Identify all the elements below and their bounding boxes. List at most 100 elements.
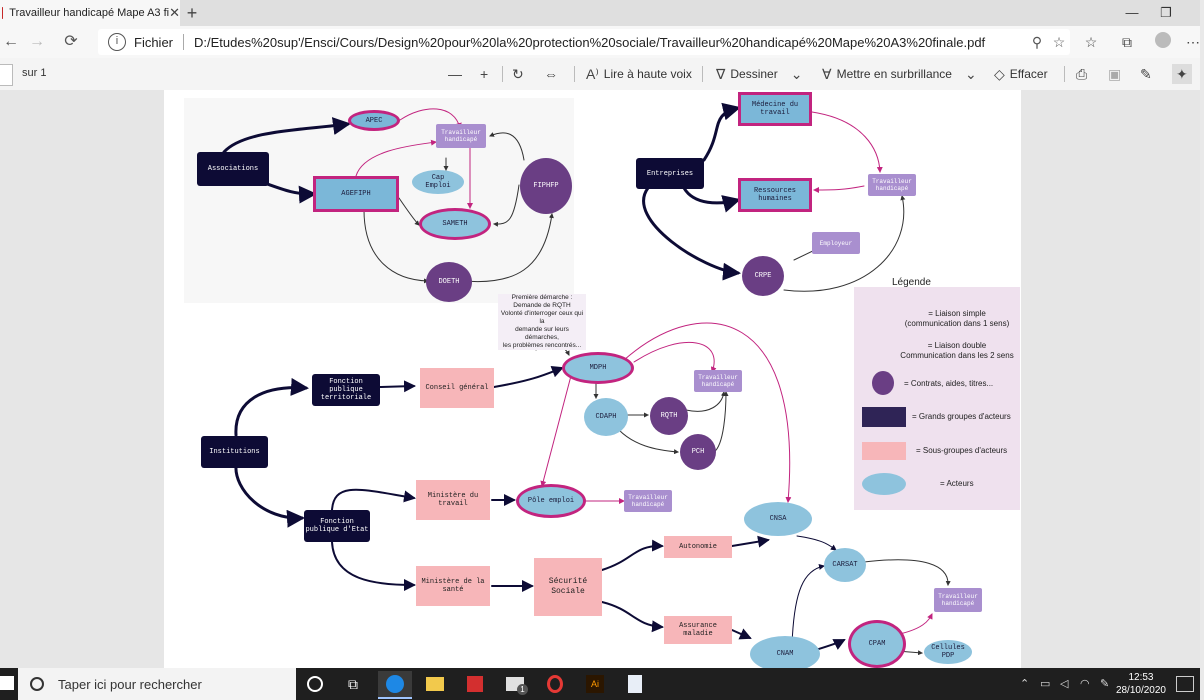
pdf-page: Associations APEC AGEFIPH Travailleur ha… bbox=[164, 90, 1021, 672]
pen-icon[interactable]: ✎ bbox=[1100, 678, 1110, 690]
collections-icon[interactable]: ⧉ bbox=[1122, 34, 1132, 50]
link-cdaph-pch bbox=[618, 429, 679, 455]
highlight-button[interactable]: ∀ Mettre en surbrillance ⌄ bbox=[822, 64, 977, 84]
read-aloud-button[interactable]: A⁾Lire à haute voix bbox=[586, 64, 692, 84]
forward-icon[interactable]: → bbox=[29, 33, 45, 50]
node-institutions: Institutions bbox=[201, 436, 268, 468]
more-menu-icon[interactable]: ⋯ bbox=[1186, 34, 1200, 50]
browser-tab[interactable]: Travailleur handicapé Mape A3 fi ✕ bbox=[0, 0, 180, 26]
legend-contrats-label: = Contrats, aides, titres... bbox=[904, 379, 994, 388]
cortana-icon[interactable] bbox=[298, 671, 332, 697]
zoom-in-button[interactable]: + bbox=[480, 64, 488, 84]
pin-toolbar-button[interactable]: ✦ bbox=[1172, 64, 1192, 84]
zoom-out-button[interactable]: — bbox=[448, 64, 462, 84]
back-icon[interactable]: ← bbox=[3, 33, 19, 50]
minimize-button[interactable]: — bbox=[1125, 5, 1139, 20]
taskbar: Taper ici pour rechercher ⧉ 1 Ai ⌃ ▭ ◁ ◠… bbox=[0, 668, 1200, 700]
edge-app-icon[interactable] bbox=[378, 671, 412, 699]
maximize-button[interactable]: ❐ bbox=[1160, 5, 1172, 20]
tab-title: Travailleur handicapé Mape A3 fi bbox=[9, 7, 170, 19]
save-button[interactable]: ▣ bbox=[1108, 64, 1121, 84]
save-as-icon: ✎ bbox=[1140, 65, 1152, 82]
link-mdph-travailleur bbox=[633, 341, 717, 373]
node-pole-emploi: Pôle emploi bbox=[516, 484, 586, 518]
link-autonomie-cnsa bbox=[731, 535, 770, 548]
node-crpe: CRPE bbox=[742, 256, 784, 296]
document-app-icon[interactable] bbox=[618, 671, 652, 697]
zoom-icon[interactable]: ⚲ bbox=[1031, 33, 1043, 50]
node-fiphfp: FIPHFP bbox=[520, 158, 572, 214]
page-number-input[interactable] bbox=[0, 64, 13, 86]
node-travailleur-handicape: Travailleur handicapé bbox=[694, 370, 742, 392]
node-agefiph: AGEFIPH bbox=[313, 176, 399, 212]
legend-simple-label: = Liaison simple (communication dans 1 s… bbox=[904, 309, 1010, 328]
new-tab-button[interactable]: + bbox=[186, 3, 198, 23]
node-carsat: CARSAT bbox=[824, 548, 866, 582]
link-pch-travailleur bbox=[713, 391, 729, 453]
node-conseil-general: Conseil général bbox=[420, 368, 494, 408]
battery-icon[interactable]: ▭ bbox=[1040, 678, 1051, 690]
link-agefiph-sameth bbox=[398, 197, 420, 226]
node-travailleur-handicape: Travailleur handicapé bbox=[868, 174, 916, 196]
chevron-down-icon[interactable]: ⌄ bbox=[964, 65, 977, 82]
print-icon: ⎙ bbox=[1076, 65, 1088, 82]
highlight-label: Mettre en surbrillance bbox=[836, 67, 952, 81]
draw-button[interactable]: ∇Dessiner⌄ bbox=[716, 64, 802, 84]
search-icon bbox=[30, 677, 44, 691]
notifications-icon[interactable] bbox=[1176, 676, 1194, 692]
close-tab-icon[interactable]: ✕ bbox=[169, 5, 180, 20]
node-mdph: MDPH bbox=[562, 352, 634, 384]
tray-chevron-icon[interactable]: ⌃ bbox=[1020, 678, 1030, 690]
document-viewer[interactable]: Associations APEC AGEFIPH Travailleur ha… bbox=[0, 90, 1200, 672]
link-secu-assurance bbox=[601, 601, 664, 633]
url-text[interactable]: D:/Etudes%20sup'/Ensci/Cours/Design%20po… bbox=[194, 34, 986, 50]
legend-double-label: = Liaison double Communication dans les … bbox=[900, 341, 1014, 360]
gift-app-icon[interactable] bbox=[458, 671, 492, 697]
address-bar-row: ← → ⟳ i Fichier D:/Etudes%20sup'/Ensci/C… bbox=[0, 26, 1200, 59]
node-medecine-travail: Médecine du travail bbox=[738, 92, 812, 126]
erase-label: Effacer bbox=[1009, 67, 1048, 81]
wifi-icon[interactable]: ◠ bbox=[1080, 678, 1090, 690]
link-cnsa-carsat bbox=[796, 535, 837, 551]
annotation-note: Première démarche : Demande de RQTH Volo… bbox=[498, 294, 586, 350]
task-view-icon[interactable]: ⧉ bbox=[348, 675, 358, 692]
mail-badge: 1 bbox=[517, 684, 528, 695]
save-as-button[interactable]: ✎ bbox=[1140, 64, 1152, 84]
taskbar-search[interactable]: Taper ici pour rechercher bbox=[18, 668, 296, 700]
node-associations: Associations bbox=[197, 152, 269, 186]
node-cnam: CNAM bbox=[750, 636, 820, 672]
divider bbox=[574, 66, 575, 82]
link-cnam-carsat bbox=[791, 564, 825, 646]
link-medecine-travailleur bbox=[811, 111, 883, 173]
legend-sous-label: = Sous-groupes d'acteurs bbox=[916, 446, 1008, 455]
link-assurance-cnam bbox=[731, 628, 752, 640]
profile-avatar[interactable] bbox=[1152, 32, 1174, 52]
print-button[interactable]: ⎙ bbox=[1076, 64, 1087, 84]
start-icon[interactable] bbox=[0, 676, 14, 690]
node-travailleur-handicape: Travailleur handicapé bbox=[624, 490, 672, 512]
pin-icon: ✦ bbox=[1176, 65, 1188, 82]
rotate-button[interactable]: ↻ bbox=[512, 64, 524, 84]
chevron-down-icon[interactable]: ⌄ bbox=[790, 65, 803, 82]
volume-icon[interactable]: ◁ bbox=[1060, 678, 1069, 690]
file-explorer-icon[interactable] bbox=[418, 671, 452, 697]
draw-icon: ∇ bbox=[716, 65, 726, 82]
illustrator-icon[interactable]: Ai bbox=[578, 671, 612, 697]
refresh-icon[interactable]: ⟳ bbox=[64, 33, 78, 50]
favorites-icon[interactable]: ☆ bbox=[1084, 34, 1098, 50]
fit-page-button[interactable]: ⇔ bbox=[544, 64, 558, 84]
node-securite-sociale: Sécurité Sociale bbox=[534, 558, 602, 616]
highlight-icon: ∀ bbox=[822, 65, 832, 82]
clock[interactable]: 12:53 28/10/2020 bbox=[1116, 671, 1166, 697]
address-bar[interactable]: i Fichier D:/Etudes%20sup'/Ensci/Cours/D… bbox=[98, 29, 1070, 55]
favorite-star-icon[interactable]: ☆ bbox=[1052, 33, 1066, 50]
opera-icon[interactable] bbox=[538, 671, 572, 697]
minus-icon: — bbox=[448, 66, 462, 82]
node-cpam: CPAM bbox=[848, 620, 906, 668]
mail-app-icon[interactable]: 1 bbox=[498, 671, 532, 697]
link-entreprises-rh bbox=[682, 186, 741, 213]
erase-button[interactable]: ◇Effacer bbox=[994, 64, 1048, 84]
info-icon[interactable]: i bbox=[108, 33, 126, 51]
node-pch: PCH bbox=[680, 434, 716, 470]
link-institutions-fpe bbox=[234, 463, 305, 528]
